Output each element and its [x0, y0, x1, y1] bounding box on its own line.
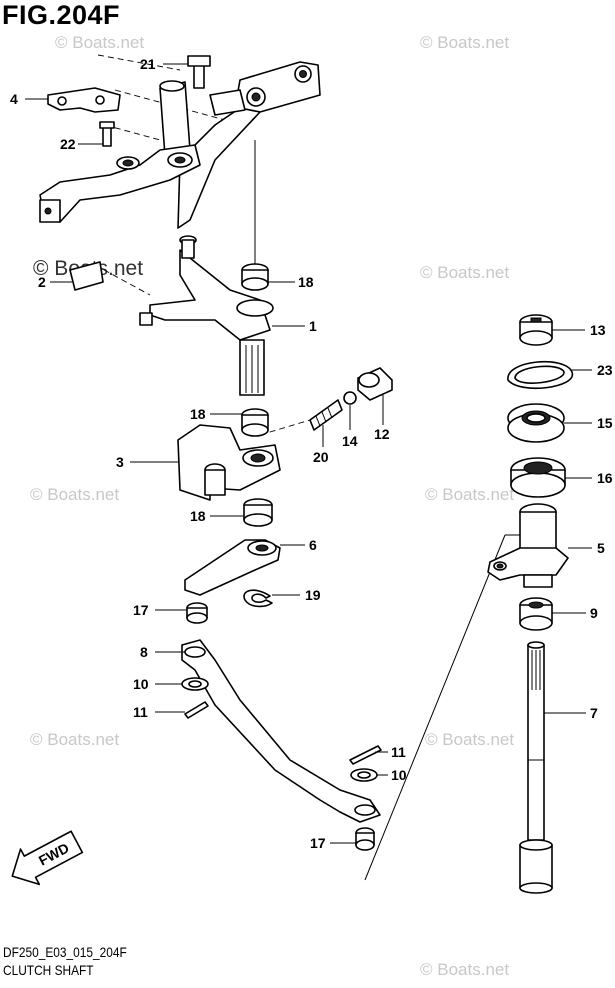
diagram-code: DF250_E03_015_204F — [3, 944, 127, 960]
part-13-bushing — [519, 314, 553, 346]
callout-13: 13 — [590, 322, 606, 338]
part-17-bushing — [355, 827, 375, 851]
diagram-name: CLUTCH SHAFT — [3, 962, 94, 978]
callout-18: 18 — [298, 274, 314, 290]
callout-4: 4 — [10, 91, 18, 107]
callout-11: 11 — [391, 744, 406, 760]
callout-3: 3 — [116, 454, 124, 470]
watermark-text: © Boats.net — [420, 960, 509, 979]
callout-17: 17 — [310, 835, 326, 851]
callout-5: 5 — [597, 540, 605, 556]
callout-17: 17 — [133, 602, 149, 618]
callout-18: 18 — [190, 406, 206, 422]
part-16-seal — [510, 457, 566, 498]
part-14-ball — [343, 391, 357, 405]
callout-19: 19 — [305, 587, 321, 603]
part-20-spring — [309, 399, 343, 431]
callout-1: 1 — [309, 318, 317, 334]
callout-10: 10 — [391, 767, 407, 783]
callout-leaders — [25, 63, 592, 844]
part-18-bushing — [241, 408, 269, 437]
part-10-washer — [350, 768, 378, 782]
fwd-arrow-icon: FWD — [11, 830, 84, 886]
callout-18: 18 — [190, 508, 206, 524]
callout-10: 10 — [133, 676, 149, 692]
part-6-lever — [184, 539, 281, 596]
callout-11: 11 — [133, 704, 148, 720]
callout-20: 20 — [313, 449, 329, 465]
callout-23: 23 — [597, 362, 613, 378]
callout-7: 7 — [590, 705, 598, 721]
part-1-shift-lever — [139, 235, 274, 396]
watermark-text: © Boats.net — [30, 485, 119, 504]
figure-title: FIG.204F — [2, 0, 121, 30]
part-2-clip — [69, 261, 104, 291]
callout-9: 9 — [590, 605, 598, 621]
part-12-sleeve — [357, 367, 393, 401]
callout-16: 16 — [597, 470, 613, 486]
part-10-washer — [181, 677, 209, 691]
watermark-text: © Boats.net — [425, 730, 514, 749]
part-18-bushing — [241, 263, 269, 291]
callout-12: 12 — [374, 426, 390, 442]
callout-6: 6 — [309, 537, 317, 553]
watermark-text: © Boats.net — [55, 33, 144, 52]
watermark-text: © Boats.net — [420, 263, 509, 282]
watermark-text: © Boats.net — [420, 33, 509, 52]
callout-2: 2 — [38, 274, 46, 290]
part-15-bearing — [507, 403, 565, 443]
callout-numbers: 21 4 22 18 2 1 13 23 15 16 18 14 12 20 3… — [10, 56, 613, 851]
part-8-rod — [181, 639, 381, 823]
callout-15: 15 — [597, 415, 613, 431]
part-5-holder — [487, 503, 569, 588]
part-19-clip — [243, 589, 273, 608]
watermark-text: © Boats.net — [425, 485, 514, 504]
callout-22: 22 — [60, 136, 76, 152]
part-4-plate — [47, 87, 121, 113]
callout-21: 21 — [140, 56, 156, 72]
part-23-circlip — [507, 360, 573, 390]
part-11-cotter-pin — [349, 745, 382, 765]
callout-8: 8 — [140, 644, 148, 660]
part-21-bolt — [187, 55, 211, 89]
part-9-bushing — [519, 597, 553, 631]
part-7-clutch-shaft — [519, 641, 553, 894]
upper-bracket — [39, 61, 321, 229]
watermark-text: © Boats.net — [30, 730, 119, 749]
callout-14: 14 — [342, 433, 358, 449]
part-3-shift-block — [177, 424, 281, 501]
part-11-cotter-pin — [184, 701, 209, 719]
part-18-bushing — [243, 498, 273, 527]
part-17-bushing — [186, 602, 208, 624]
part-22-bolt — [99, 121, 115, 147]
